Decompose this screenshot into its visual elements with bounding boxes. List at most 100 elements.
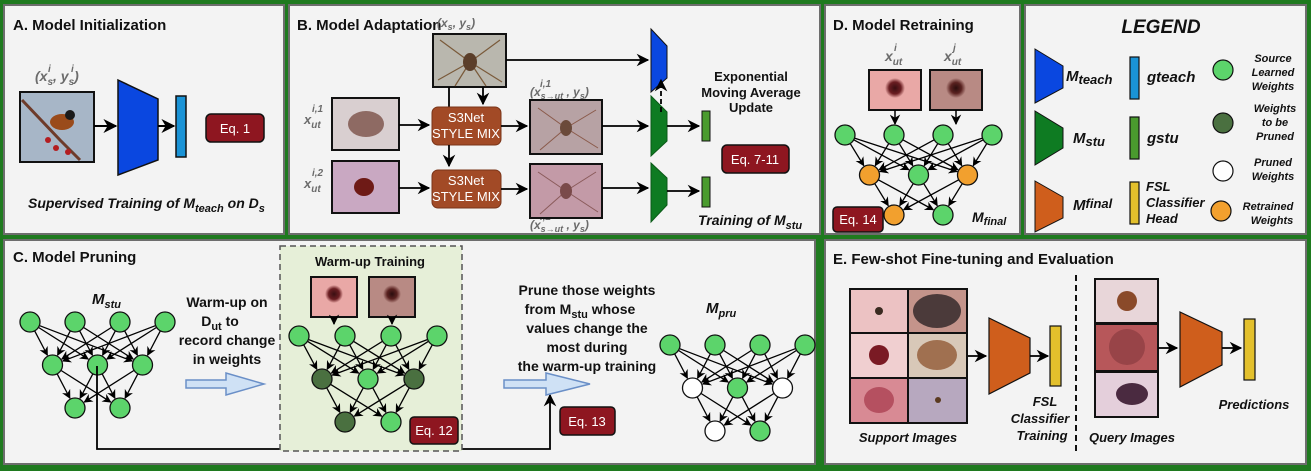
network-node <box>109 397 131 419</box>
network-node <box>41 354 64 376</box>
s3net-style-mix-1: S3Net STYLE MIX <box>431 106 502 146</box>
network-edge <box>79 373 94 400</box>
bird-image <box>19 91 95 163</box>
network-edge <box>849 143 865 167</box>
fsl-classifier-training-label: FSL Classifier Training <box>1011 394 1070 443</box>
network-edge <box>701 347 796 386</box>
m-final-label: Mfinal <box>972 209 1007 228</box>
svg-text:Update: Update <box>729 100 773 115</box>
network-edge <box>899 183 914 207</box>
pruned-network-diagram <box>659 334 816 442</box>
network-edge <box>787 353 801 380</box>
legend-retrained-label: Retrained Weights <box>1243 201 1294 227</box>
network-edge <box>147 330 161 357</box>
network-node <box>357 368 379 390</box>
svg-text:Retrained: Retrained <box>1243 201 1294 213</box>
legend-g-teach: gteach <box>1146 69 1195 86</box>
legend-final-icon <box>1034 180 1064 233</box>
network-edge <box>927 139 984 171</box>
network-edge <box>326 344 341 371</box>
svg-text:Weights: Weights <box>1252 171 1295 183</box>
panel-a-title: A. Model Initialization <box>13 17 166 34</box>
network-edge <box>83 369 135 403</box>
panel-a-model-initialization: A. Model Initialization (xs, ys) i i Eq.… <box>3 4 285 235</box>
legend-to-prune-label: Weights to be Pruned <box>1254 103 1297 143</box>
svg-text:Eq. 13: Eq. 13 <box>568 414 606 429</box>
network-node <box>131 354 154 376</box>
network-edge <box>879 137 983 174</box>
svg-text:i,2: i,2 <box>312 168 324 179</box>
network-node <box>932 124 954 146</box>
svg-text:i: i <box>48 64 51 75</box>
network-node <box>704 420 726 442</box>
svg-text:S3Net: S3Net <box>448 110 485 125</box>
panel-c-title: C. Model Pruning <box>13 249 136 266</box>
svg-text:Source: Source <box>1254 53 1291 65</box>
legend-g-stu: gstu <box>1146 130 1179 147</box>
legend-teacher-icon <box>1034 48 1064 104</box>
legend-to-prune-node-icon <box>1212 112 1234 134</box>
legend-m-teach: Mteach <box>1066 68 1113 87</box>
svg-text:Weights: Weights <box>1251 215 1294 227</box>
svg-text:values change the: values change the <box>526 320 648 336</box>
svg-text:Warm-up Training: Warm-up Training <box>315 254 425 269</box>
m-stu-label: Mstu <box>92 291 121 311</box>
network-node <box>704 334 726 356</box>
network-edge <box>303 344 318 371</box>
network-edge <box>874 183 889 207</box>
legend-m-stu: Mstu <box>1073 130 1105 149</box>
panel-d-model-retraining: D. Model Retraining xut i xut j Eq. 14 M… <box>824 4 1021 235</box>
legend-source-node-icon <box>1212 59 1234 81</box>
network-edge <box>56 373 71 400</box>
fsl-head-icon-2 <box>1243 318 1256 381</box>
network-edge <box>674 353 688 380</box>
network-edge <box>376 340 429 374</box>
panel-a-caption: Supervised Training of Mteach on Ds <box>28 195 265 215</box>
network-node <box>749 334 771 356</box>
retrained-network-diagram <box>834 110 1003 226</box>
network-node <box>956 164 979 186</box>
skin-target-image-2 <box>331 160 400 214</box>
svg-text:Training: Training <box>1016 428 1067 443</box>
network-node <box>154 311 176 333</box>
svg-text:record change: record change <box>179 332 276 348</box>
network-edge <box>972 143 988 167</box>
skin-target-image-1 <box>331 97 400 151</box>
svg-text:i: i <box>71 64 74 75</box>
network-edge <box>353 383 406 417</box>
svg-text:Exponential: Exponential <box>714 69 788 84</box>
prune-description: Prune those weights from Mstu whose valu… <box>518 282 656 374</box>
svg-text:Learned: Learned <box>1252 67 1295 79</box>
g-stu-head-icon-1 <box>701 110 711 142</box>
network-node <box>834 124 856 146</box>
panel-e-few-shot-finetuning: E. Few-shot Fine-tuning and Evaluation S… <box>824 239 1307 465</box>
svg-text:in weights: in weights <box>193 351 262 367</box>
query-images-column <box>1094 278 1159 418</box>
svg-text:the warm-up training: the warm-up training <box>518 358 656 374</box>
final-encoder-icon-1 <box>988 317 1031 395</box>
student-encoder-icon-2 <box>650 161 668 224</box>
network-node <box>883 124 905 146</box>
svg-text:Moving Average: Moving Average <box>701 85 800 100</box>
legend-panel: LEGEND Mteach Mstu Mfinal gteach gstu FS… <box>1024 4 1307 235</box>
eq-7-11-badge <box>721 144 790 174</box>
legend-student-icon <box>1034 110 1064 166</box>
network-node <box>334 325 356 347</box>
network-edge <box>874 143 890 167</box>
network-edge <box>326 387 341 414</box>
network-node <box>932 204 954 226</box>
svg-text:Pruned: Pruned <box>1254 157 1292 169</box>
network-node <box>771 377 794 399</box>
mixed-image-1 <box>529 99 603 155</box>
hollow-arrow-1 <box>185 372 267 396</box>
warmup-description: Warm-up on Dut to record change in weigh… <box>179 294 276 367</box>
svg-text:Eq. 1: Eq. 1 <box>220 121 250 136</box>
panel-b-source-label: (xs, ys) <box>437 16 475 32</box>
svg-text:i: i <box>894 43 897 54</box>
legend-fsl-head-label: FSL Classifier Head <box>1146 179 1205 226</box>
predictions-label: Predictions <box>1219 397 1290 412</box>
g-stu-head-icon-2 <box>701 176 711 208</box>
panel-c-model-pruning: C. Model Pruning Mstu Warm-up on Dut to … <box>3 239 816 465</box>
eq-1-badge <box>205 113 265 143</box>
network-edge <box>61 326 112 360</box>
